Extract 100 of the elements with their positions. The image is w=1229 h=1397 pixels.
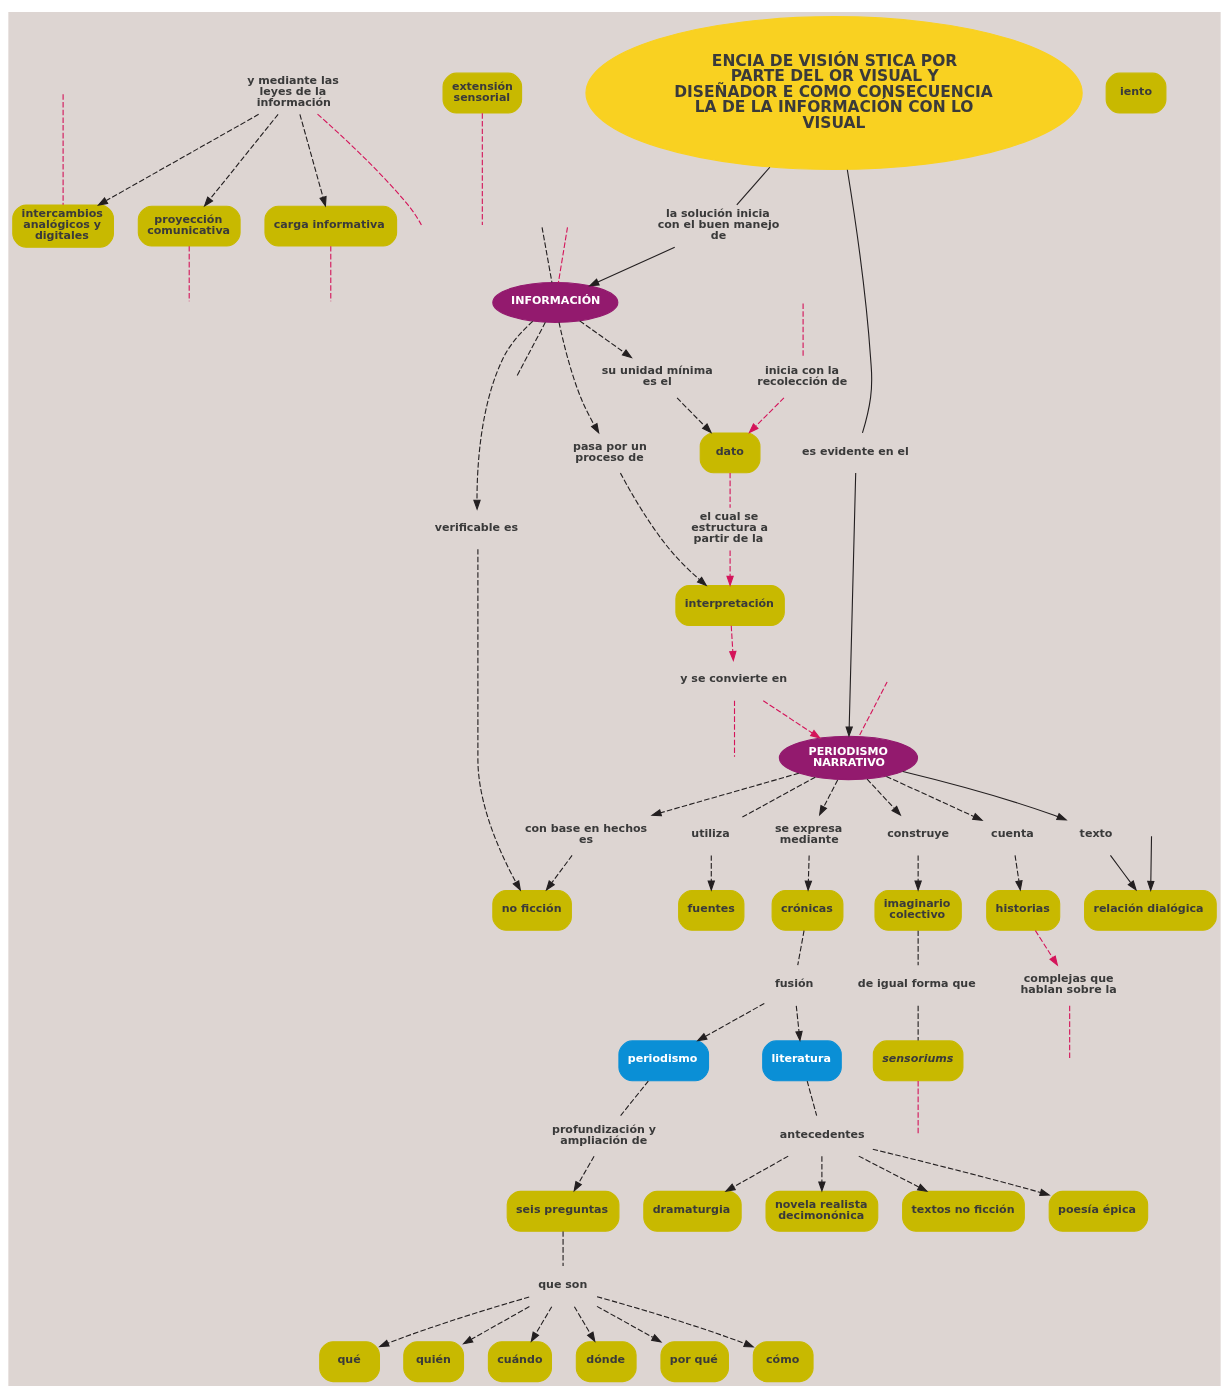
node-box: textos no ficción <box>902 1190 1025 1232</box>
node-box: novela realista decimonónica <box>765 1190 879 1232</box>
arrow <box>477 548 522 892</box>
arrow <box>902 770 1068 821</box>
arrow <box>96 113 260 206</box>
node-box: carga informativa <box>264 205 398 247</box>
node-text: complejas que hablan sobre la <box>1020 971 1117 996</box>
arrow <box>596 1305 663 1343</box>
connector <box>1069 1004 1071 1060</box>
node-box: por qué <box>660 1340 729 1382</box>
connector <box>188 245 190 302</box>
connector <box>316 113 422 225</box>
arrow <box>818 778 839 816</box>
arrow <box>866 778 902 816</box>
connector <box>620 1080 649 1116</box>
node-box: no ficción <box>492 889 572 931</box>
arrow <box>462 1305 530 1344</box>
node-text: antecedentes <box>779 1127 865 1141</box>
arrow <box>845 471 857 738</box>
arrow <box>1109 854 1138 891</box>
node-text: cuenta <box>991 826 1034 840</box>
arrow <box>299 113 327 208</box>
node-box: extensión sensorial <box>442 72 523 114</box>
connector <box>802 302 804 358</box>
connector <box>557 226 569 283</box>
connector <box>541 226 553 283</box>
node-box: dato <box>699 431 761 473</box>
node-text: es evidente en el <box>801 444 909 458</box>
arrow <box>818 1155 826 1192</box>
node-text: su unidad mínima es el <box>601 363 713 388</box>
node-box: periodismo <box>618 1039 710 1081</box>
node-ellipse: INFORMACIÓN <box>492 281 619 323</box>
connector <box>733 699 736 757</box>
arrow <box>762 699 822 739</box>
connector <box>736 166 771 205</box>
connector <box>516 321 546 377</box>
connector <box>481 112 483 226</box>
arrow <box>707 854 716 892</box>
node-text: se expresa mediante <box>774 821 843 846</box>
node-text: texto <box>1079 826 1113 840</box>
connector <box>729 472 731 508</box>
arrow <box>545 854 573 891</box>
node-box: seis preguntas <box>506 1190 620 1232</box>
arrow <box>530 1305 553 1343</box>
arrow <box>885 775 984 821</box>
arrow <box>696 1002 765 1042</box>
node-text: con base en hechos es <box>524 821 648 846</box>
arrow <box>872 1148 1051 1196</box>
arrow <box>728 624 737 662</box>
node-ellipse: PERIODISMO NARRATIVO <box>778 735 919 780</box>
connector <box>330 245 332 302</box>
arrow <box>596 1295 755 1348</box>
node-text: la solución inicia con el buen manejo de <box>657 206 780 242</box>
node-text: pasa por un proceso de <box>573 439 647 464</box>
connector <box>846 168 873 433</box>
arrow <box>203 113 279 207</box>
node-text: el cual se estructura a partir de la <box>691 509 768 545</box>
node-box: dramaturgia <box>643 1190 742 1232</box>
node-box: iento <box>1105 72 1167 114</box>
connector <box>740 776 816 818</box>
connector <box>806 1080 818 1116</box>
node-box: literatura <box>762 1039 842 1081</box>
arrow <box>573 1305 596 1343</box>
connector <box>62 93 64 205</box>
connector <box>858 680 888 737</box>
arrow <box>676 396 713 434</box>
arrow <box>914 854 922 892</box>
arrow <box>795 1004 803 1042</box>
node-box: qué <box>319 1340 380 1382</box>
arrow <box>473 320 534 511</box>
arrow <box>378 1295 530 1347</box>
arrow <box>573 1155 595 1192</box>
node-box: cómo <box>752 1340 814 1382</box>
arrow <box>804 854 813 892</box>
node-box: poesía épica <box>1048 1190 1149 1232</box>
node-box: sensoriums <box>872 1039 964 1081</box>
arrow <box>558 321 600 434</box>
node-text: verificable es <box>434 520 518 534</box>
node-text: utiliza <box>691 826 730 840</box>
node-box: historias <box>986 889 1061 931</box>
arrow <box>726 549 734 587</box>
arrow <box>579 319 633 359</box>
node-text: inicia con la recolección de <box>757 363 848 388</box>
node-box: cuándo <box>487 1340 552 1382</box>
arrow <box>858 1155 929 1192</box>
arrow <box>588 246 676 286</box>
connector <box>917 1004 919 1041</box>
arrow <box>1146 835 1155 892</box>
node-box: quién <box>403 1340 465 1382</box>
node-box: intercambios analógicos y digitales <box>12 204 114 248</box>
connector <box>562 1230 564 1267</box>
node-box: relación dialógica <box>1084 889 1217 931</box>
arrow <box>650 772 800 816</box>
node-box: imaginario colectivo <box>874 889 962 931</box>
node-box: proyección comunicativa <box>137 205 241 247</box>
arrow <box>1014 854 1023 892</box>
arrow <box>748 396 785 434</box>
node-box: interpretación <box>675 584 785 626</box>
node-text: profundización y ampliación de <box>552 1122 656 1147</box>
connector <box>917 1080 919 1135</box>
